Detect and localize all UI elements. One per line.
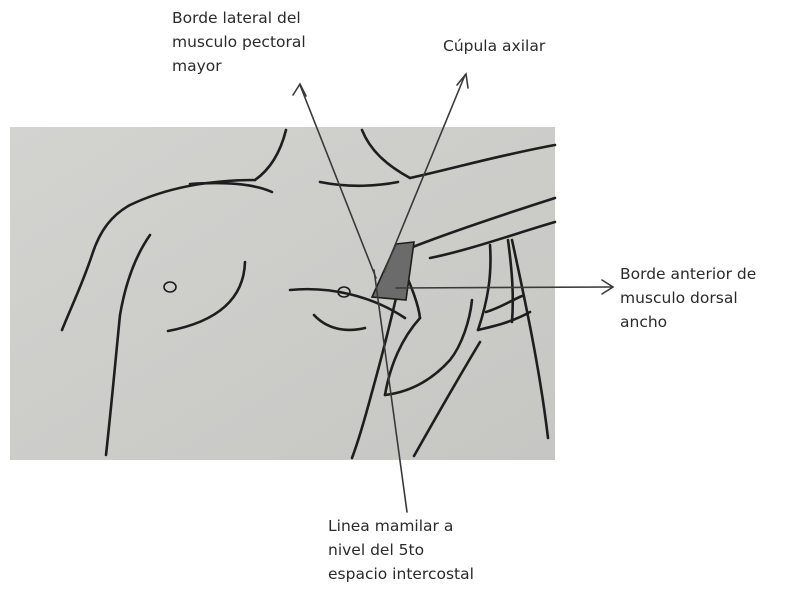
label-line: espacio intercostal <box>328 562 474 586</box>
label-dorsal-border: Borde anterior de musculo dorsal ancho <box>620 262 756 334</box>
label-line: Cúpula axilar <box>443 34 545 58</box>
label-line: Borde lateral del <box>172 6 306 30</box>
label-line: musculo pectoral <box>172 30 306 54</box>
label-axillary-cupula: Cúpula axilar <box>443 34 545 58</box>
label-line: musculo dorsal <box>620 286 756 310</box>
label-line: nivel del 5to <box>328 538 474 562</box>
label-pectoral-border: Borde lateral del musculo pectoral mayor <box>172 6 306 78</box>
sketch-photo-background <box>10 127 555 460</box>
dorsal-pointer-line <box>396 287 612 288</box>
label-line: mayor <box>172 54 306 78</box>
label-line: Linea mamilar a <box>328 514 474 538</box>
label-line: Borde anterior de <box>620 262 756 286</box>
label-mammary-line: Linea mamilar a nivel del 5to espacio in… <box>328 514 474 586</box>
label-line: ancho <box>620 310 756 334</box>
